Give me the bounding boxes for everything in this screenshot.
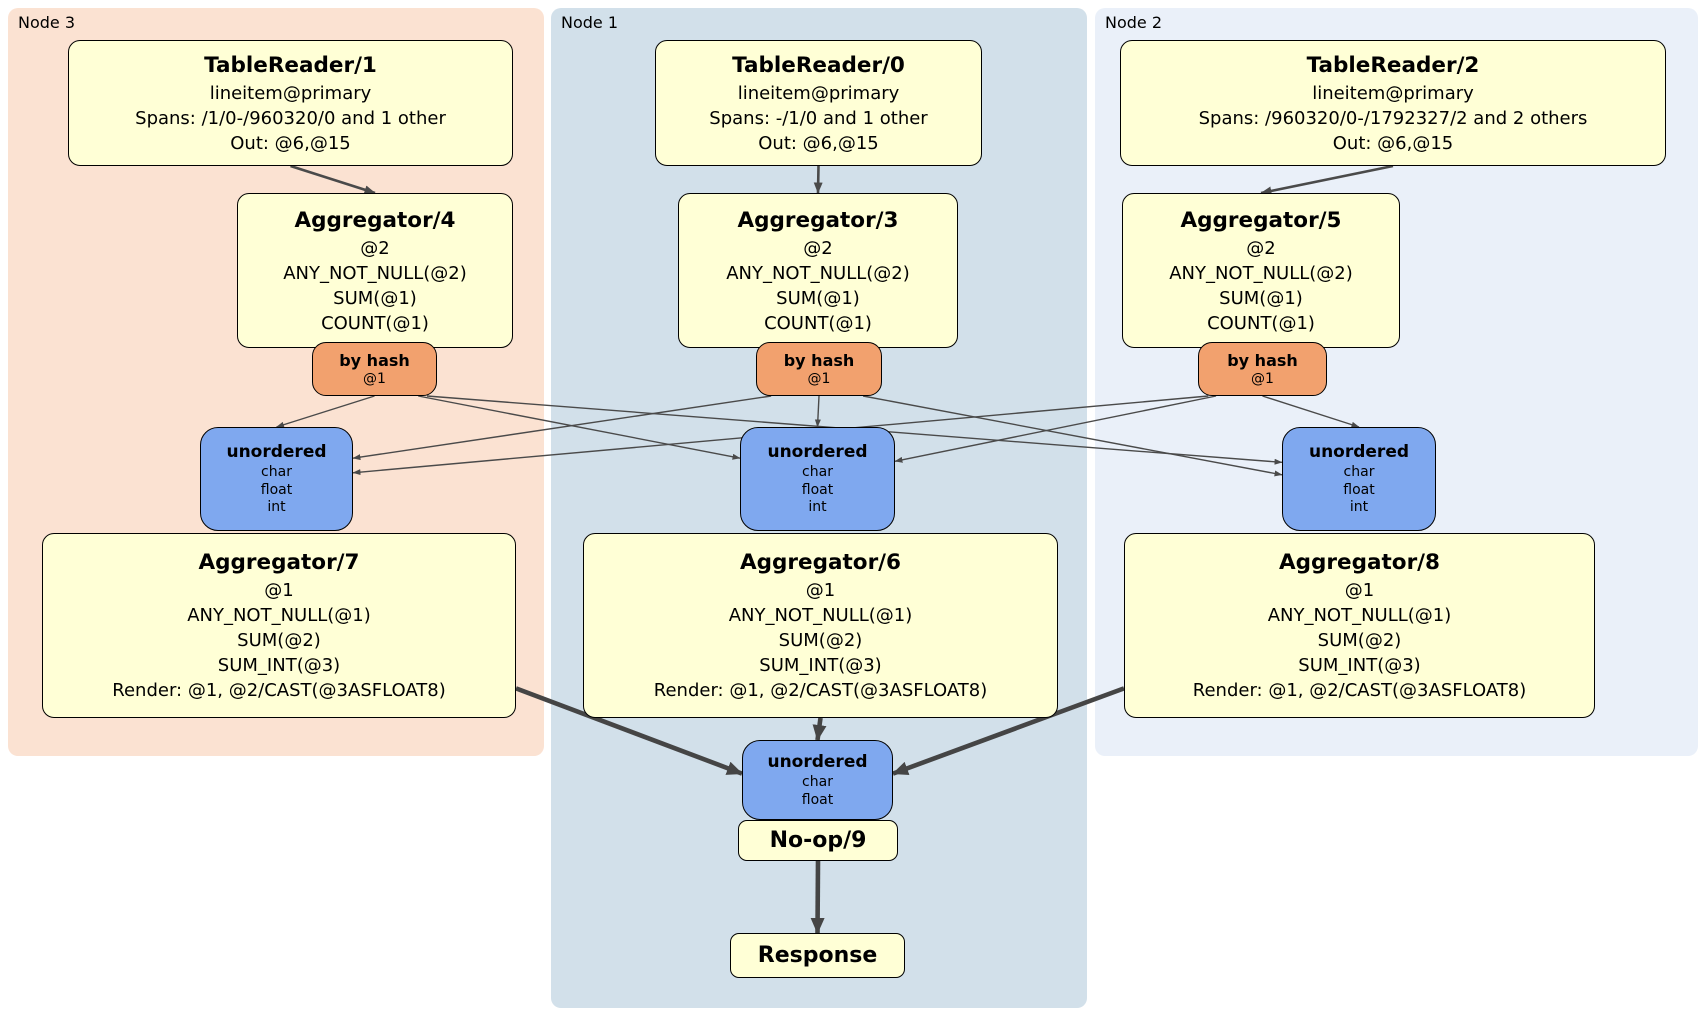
aggregator-3-title: Aggregator/3 (737, 207, 899, 233)
aggregator-7-fn-2: SUM(@2) (237, 630, 321, 651)
tablereader-0-box: TableReader/0 lineitem@primary Spans: -/… (655, 40, 982, 166)
node2-label: Node 2 (1105, 13, 1163, 32)
aggregator-4-group-cols: @2 (360, 237, 390, 259)
unordered-sync-node2-type-2: float (1343, 481, 1375, 498)
aggregator-7-group-cols: @1 (264, 580, 294, 601)
unordered-sync-final: unordered char float (742, 740, 893, 820)
tablereader-1-spans: Spans: /1/0-/960320/0 and 1 other (135, 107, 446, 129)
by-hash-router-node3: by hash @1 (312, 342, 437, 396)
unordered-sync-final-type-2: float (801, 791, 834, 808)
aggregator-6-group-cols: @1 (805, 580, 836, 601)
aggregator-6-fn-3: SUM_INT(@3) (759, 655, 882, 676)
aggregator-6-fn-1: ANY_NOT_NULL(@1) (728, 605, 913, 626)
aggregator-8-fn-3: SUM_INT(@3) (1298, 655, 1421, 676)
by-hash-router-node2: by hash @1 (1198, 342, 1327, 396)
aggregator-8-fn-2: SUM(@2) (1317, 630, 1402, 651)
aggregator-4-fn-2: SUM(@1) (333, 287, 417, 309)
by-hash-router-node2-cols: @1 (1251, 370, 1274, 387)
aggregator-4-title: Aggregator/4 (294, 207, 456, 233)
aggregator-3-fn-1: ANY_NOT_NULL(@2) (726, 262, 910, 284)
by-hash-router-node1: by hash @1 (756, 342, 882, 396)
aggregator-5-title: Aggregator/5 (1180, 207, 1342, 233)
unordered-sync-node1-type-3: int (808, 499, 827, 516)
aggregator-5-group-cols: @2 (1246, 237, 1276, 259)
aggregator-7-render: Render: @1, @2/CAST(@3ASFLOAT8) (112, 680, 446, 701)
tablereader-1-out: Out: @6,@15 (230, 132, 351, 154)
aggregator-8-box: Aggregator/8 @1 ANY_NOT_NULL(@1) SUM(@2)… (1124, 533, 1595, 718)
unordered-sync-node3: unordered char float int (200, 427, 353, 531)
tablereader-0-index: lineitem@primary (737, 82, 900, 104)
aggregator-7-title: Aggregator/7 (198, 550, 360, 575)
aggregator-8-fn-1: ANY_NOT_NULL(@1) (1267, 605, 1452, 626)
by-hash-router-node2-title: by hash (1227, 350, 1298, 370)
aggregator-3-fn-2: SUM(@1) (776, 287, 860, 309)
aggregator-5-fn-1: ANY_NOT_NULL(@2) (1169, 262, 1353, 284)
aggregator-7-fn-3: SUM_INT(@3) (217, 655, 341, 676)
unordered-sync-node2-type-1: char (1343, 464, 1375, 481)
aggregator-4-box: Aggregator/4 @2 ANY_NOT_NULL(@2) SUM(@1)… (237, 193, 513, 348)
unordered-sync-node1: unordered char float int (740, 427, 895, 531)
aggregator-7-fn-1: ANY_NOT_NULL(@1) (187, 605, 371, 626)
aggregator-3-fn-3: COUNT(@1) (764, 312, 872, 334)
unordered-sync-node1-type-2: float (801, 481, 834, 498)
aggregator-6-render: Render: @1, @2/CAST(@3ASFLOAT8) (653, 680, 988, 701)
tablereader-2-index: lineitem@primary (1312, 82, 1474, 104)
aggregator-8-title: Aggregator/8 (1279, 550, 1440, 575)
aggregator-4-fn-1: ANY_NOT_NULL(@2) (283, 262, 467, 284)
tablereader-1-box: TableReader/1 lineitem@primary Spans: /1… (68, 40, 513, 166)
tablereader-1-index: lineitem@primary (209, 82, 372, 104)
unordered-sync-node2-title: unordered (1308, 442, 1410, 463)
unordered-sync-node2: unordered char float int (1282, 427, 1436, 531)
by-hash-router-node3-cols: @1 (363, 370, 386, 387)
by-hash-router-node1-cols: @1 (807, 370, 831, 387)
response-title: Response (757, 942, 878, 968)
aggregator-3-group-cols: @2 (803, 237, 833, 259)
by-hash-router-node3-title: by hash (339, 350, 410, 370)
tablereader-0-out: Out: @6,@15 (758, 132, 879, 154)
unordered-sync-final-type-1: char (802, 774, 833, 790)
unordered-sync-node2-type-3: int (1349, 499, 1369, 516)
aggregator-6-fn-2: SUM(@2) (778, 630, 863, 651)
aggregator-4-fn-3: COUNT(@1) (321, 312, 429, 334)
unordered-sync-node3-type-1: char (261, 464, 292, 481)
aggregator-6-title: Aggregator/6 (740, 550, 901, 575)
by-hash-router-node1-title: by hash (783, 350, 855, 370)
noop-box: No-op/9 (738, 820, 898, 861)
unordered-sync-node3-type-3: int (267, 499, 286, 516)
node3-label: Node 3 (18, 13, 76, 32)
tablereader-0-spans: Spans: -/1/0 and 1 other (709, 107, 928, 129)
tablereader-2-out: Out: @6,@15 (1332, 132, 1454, 154)
unordered-sync-node3-title: unordered (226, 442, 327, 463)
aggregator-7-box: Aggregator/7 @1 ANY_NOT_NULL(@1) SUM(@2)… (42, 533, 516, 718)
unordered-sync-node1-title: unordered (767, 442, 868, 463)
aggregator-8-render: Render: @1, @2/CAST(@3ASFLOAT8) (1192, 680, 1527, 701)
tablereader-1-title: TableReader/1 (204, 52, 377, 78)
unordered-sync-final-title: unordered (767, 752, 868, 772)
aggregator-5-box: Aggregator/5 @2 ANY_NOT_NULL(@2) SUM(@1)… (1122, 193, 1400, 348)
aggregator-3-box: Aggregator/3 @2 ANY_NOT_NULL(@2) SUM(@1)… (678, 193, 958, 348)
aggregator-8-group-cols: @1 (1344, 580, 1375, 601)
response-box: Response (730, 933, 905, 978)
aggregator-6-box: Aggregator/6 @1 ANY_NOT_NULL(@1) SUM(@2)… (583, 533, 1058, 718)
aggregator-5-fn-2: SUM(@1) (1219, 287, 1303, 309)
tablereader-2-box: TableReader/2 lineitem@primary Spans: /9… (1120, 40, 1666, 166)
tablereader-0-title: TableReader/0 (732, 52, 905, 78)
noop-title: No-op/9 (769, 827, 867, 853)
aggregator-5-fn-3: COUNT(@1) (1207, 312, 1315, 334)
node1-label: Node 1 (561, 13, 619, 32)
tablereader-2-spans: Spans: /960320/0-/1792327/2 and 2 others (1198, 107, 1588, 129)
unordered-sync-node1-type-1: char (802, 464, 833, 481)
tablereader-2-title: TableReader/2 (1306, 52, 1480, 78)
unordered-sync-node3-type-2: float (260, 481, 293, 498)
